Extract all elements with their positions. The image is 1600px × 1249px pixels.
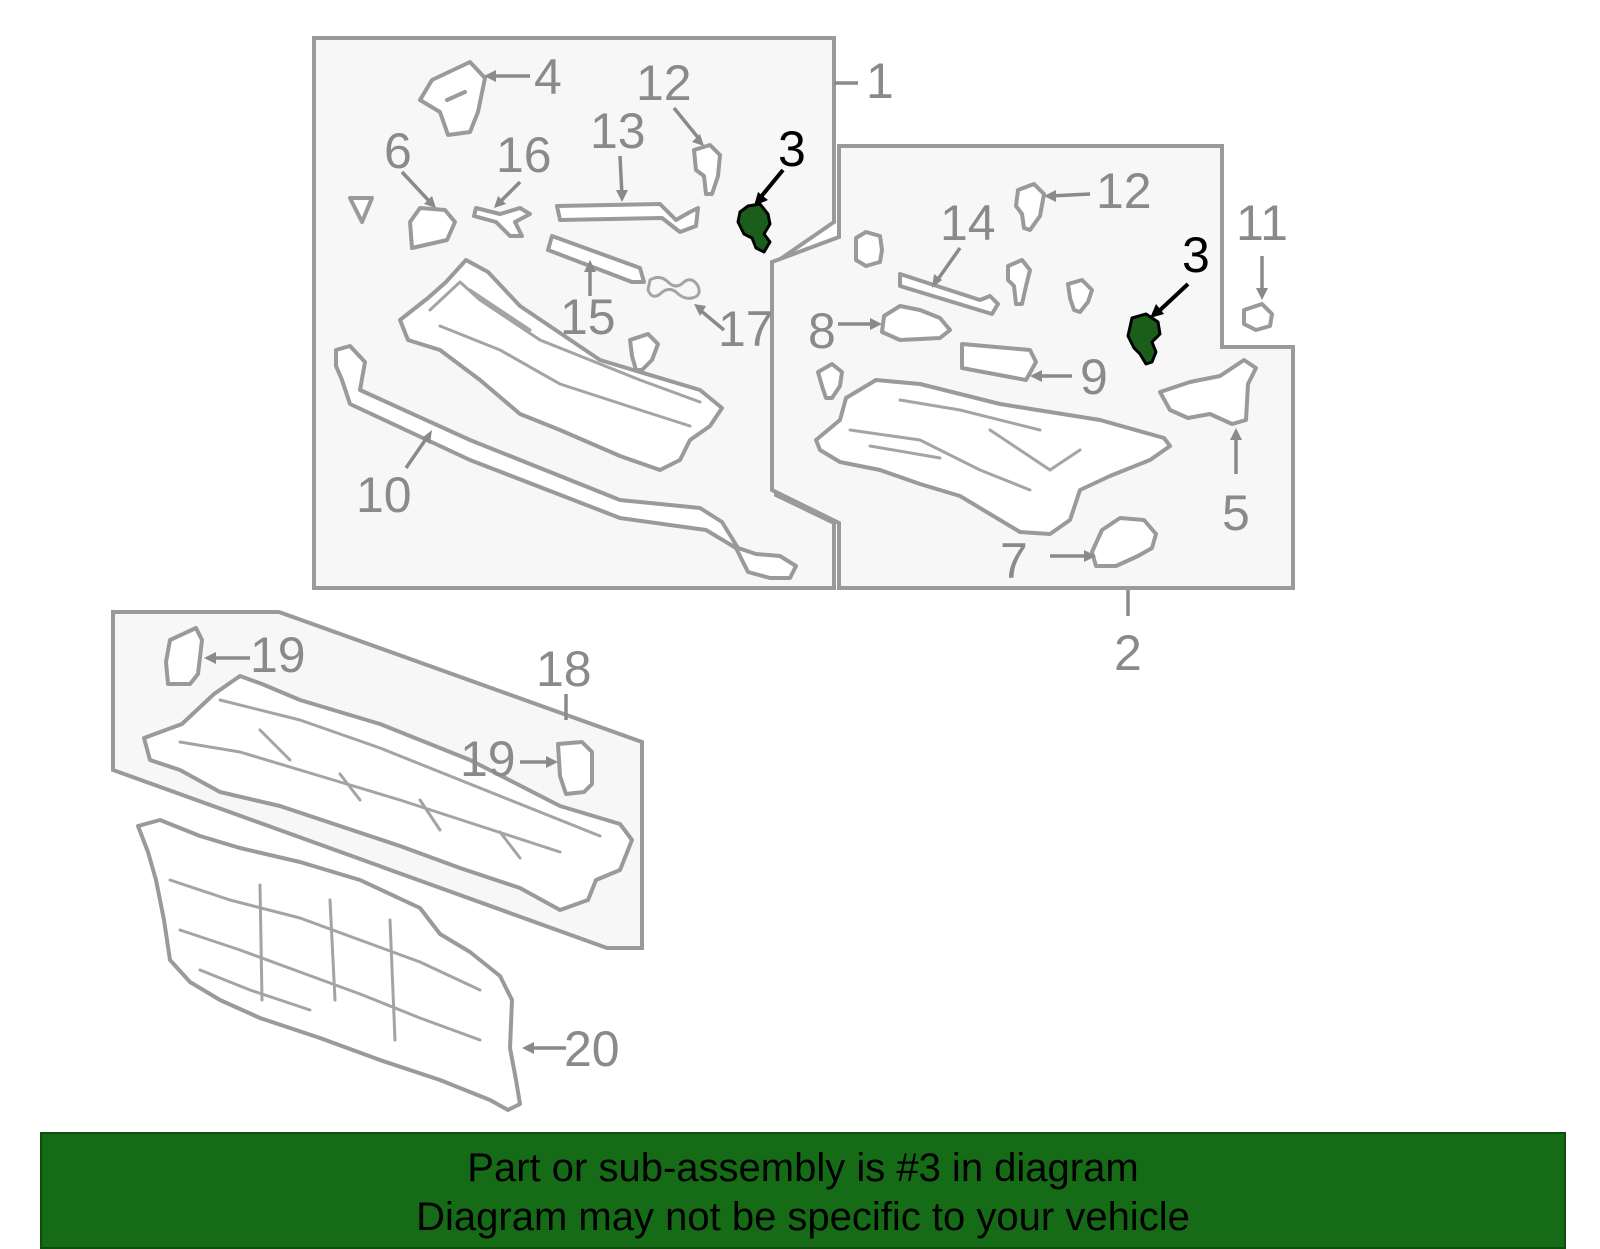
callout-20[interactable]: 20	[564, 1021, 620, 1077]
banner-line-1: Part or sub-assembly is #3 in diagram	[467, 1146, 1139, 1190]
part-16-clip	[472, 206, 532, 238]
callout-13[interactable]: 13	[590, 103, 646, 159]
part-19-right-bracket	[556, 740, 594, 796]
leader-6	[400, 170, 432, 204]
arrow-11	[1256, 288, 1268, 300]
part-19-left-bracket	[164, 626, 204, 686]
callout-11[interactable]: 11	[1236, 195, 1288, 251]
part-4-bracket	[418, 60, 487, 137]
callout-3-left[interactable]: 3	[778, 121, 806, 177]
part-plug	[628, 332, 660, 372]
callout-7[interactable]: 7	[1000, 533, 1028, 589]
arrow-3-left	[754, 192, 768, 206]
part-5-bracket	[1158, 358, 1258, 426]
part-cowl-lower	[814, 378, 1172, 536]
leader-14	[934, 246, 962, 284]
callout-4[interactable]: 4	[534, 49, 562, 105]
callout-19-right[interactable]: 19	[460, 731, 516, 787]
arrow-5	[1230, 428, 1242, 440]
callout-2[interactable]: 2	[1114, 625, 1142, 681]
banner-line-2: Diagram may not be specific to your vehi…	[416, 1195, 1190, 1239]
part-20-dash-detail	[168, 878, 482, 1042]
callout-12-left[interactable]: 12	[636, 55, 692, 111]
leader-3-right	[1156, 282, 1190, 314]
part-13-hose	[555, 202, 700, 234]
part-12-right-grommet	[1014, 182, 1046, 232]
callout-9[interactable]: 9	[1080, 349, 1108, 405]
arrow-3-right	[1150, 304, 1164, 318]
callout-5[interactable]: 5	[1222, 485, 1250, 541]
arrow-20	[522, 1042, 534, 1054]
leader-10	[404, 435, 430, 469]
arrow-16	[494, 196, 506, 208]
leader-3-left	[758, 168, 785, 200]
part-3-clip-left	[736, 202, 772, 254]
part-grommet-round	[854, 230, 884, 268]
part-9-plate	[960, 342, 1038, 382]
leader-17	[698, 308, 726, 332]
part-18-cowl-detail	[178, 698, 602, 860]
callout-17[interactable]: 17	[718, 301, 774, 357]
callout-3-right[interactable]: 3	[1182, 227, 1210, 283]
part-cowl-top-detail	[428, 280, 702, 428]
arrow-19-right	[546, 756, 558, 768]
part-3-clip-right	[1126, 312, 1162, 366]
callout-14[interactable]: 14	[940, 195, 996, 251]
arrow-4	[484, 70, 496, 82]
leader-12-right	[1049, 192, 1091, 198]
callout-8[interactable]: 8	[808, 303, 836, 359]
part-15-tube	[546, 234, 646, 284]
info-banner: Part or sub-assembly is #3 in diagram Di…	[40, 1132, 1566, 1249]
part-7-bracket	[1090, 516, 1158, 568]
callout-10[interactable]: 10	[356, 467, 412, 523]
arrow-12-left	[692, 134, 704, 146]
arrow-15	[584, 260, 596, 272]
callout-19-left[interactable]: 19	[250, 627, 306, 683]
part-plug-right	[1066, 278, 1094, 314]
part-11-cap	[1242, 302, 1274, 332]
arrow-8	[870, 318, 882, 330]
callout-1[interactable]: 1	[866, 53, 894, 109]
part-plug-left	[816, 362, 844, 400]
arrow-17	[694, 304, 706, 316]
part-cowl-lower-detail	[848, 398, 1082, 492]
arrow-6	[424, 196, 436, 208]
part-20-dash-panel	[136, 818, 522, 1112]
arrow-10	[422, 430, 432, 444]
callout-18[interactable]: 18	[536, 641, 592, 697]
callout-6[interactable]: 6	[384, 123, 412, 179]
callout-15[interactable]: 15	[560, 289, 616, 345]
leader-12-left	[672, 106, 702, 142]
arrow-14	[932, 274, 942, 288]
leader-16	[498, 180, 522, 204]
arrow-13	[616, 190, 628, 202]
arrow-9	[1030, 370, 1042, 382]
part-12-grommet	[692, 143, 722, 196]
part-14-rod	[898, 272, 1000, 316]
arrow-12-right	[1044, 190, 1056, 202]
callout-16[interactable]: 16	[496, 127, 552, 183]
part-17-chain	[646, 275, 701, 300]
arrow-7	[1084, 550, 1096, 562]
callout-12-right[interactable]: 12	[1096, 163, 1152, 219]
leader-13	[618, 155, 624, 197]
part-cone	[348, 196, 374, 224]
part-pin	[1006, 258, 1032, 306]
part-6-mount	[408, 206, 457, 250]
part-8-mount	[880, 304, 952, 342]
part-cowl-top	[398, 258, 724, 472]
arrow-19-left	[204, 652, 216, 664]
